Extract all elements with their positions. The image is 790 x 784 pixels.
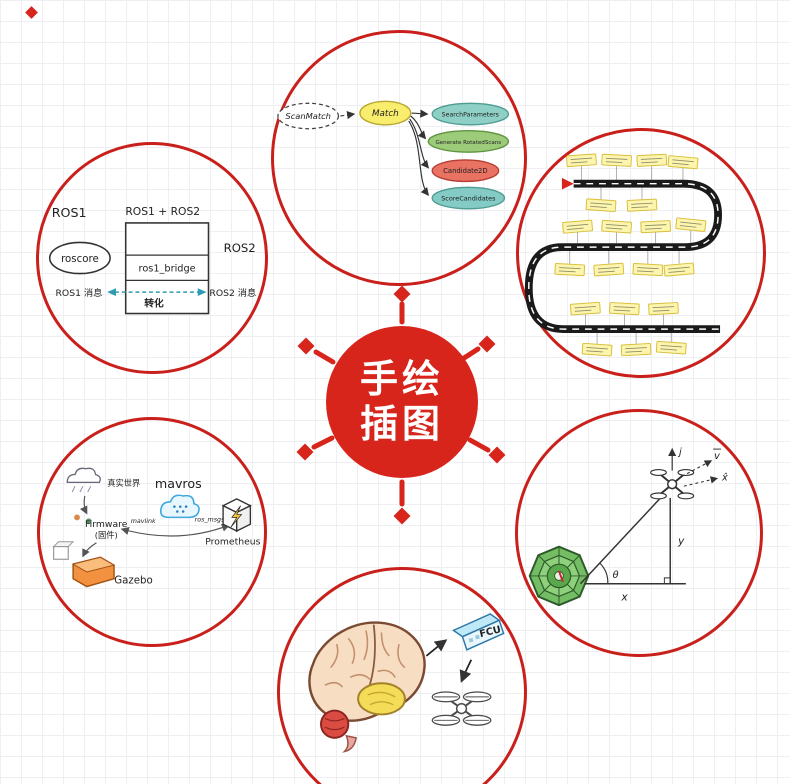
prometheus-cube-icon (221, 498, 252, 533)
convert-label: 转化 (144, 297, 164, 310)
theta-label: θ (613, 570, 619, 581)
bubble-drone-axes: j v x̂ y x θ (515, 409, 763, 657)
center-title-badge: 手绘 插图 (326, 326, 478, 478)
firmware-label: Firmware (85, 519, 128, 530)
bubble-ros-bridge: ROS1 ROS1 + ROS2 ros1_bridge ROS2 roscor… (36, 142, 268, 374)
ros2-label: ROS2 (224, 241, 256, 255)
bridge-table (124, 222, 210, 315)
timeline-start-marker (561, 177, 574, 190)
ros1-bridge-label: ros1_bridge (139, 264, 196, 275)
mavros-stack-sketch: 真实世界 mavros mavlink ros_msgs Firmware (固… (52, 467, 261, 588)
bubble-brain-fcu-drone: FCU (277, 567, 527, 784)
scanmatch-label: ScanMatch (285, 111, 331, 121)
brain-icon (308, 621, 426, 753)
fcu-box-icon: FCU (451, 613, 505, 651)
sensor-dot-icon (85, 518, 92, 525)
center-title-line2: 插图 (359, 402, 444, 446)
roscore-label: roscore (61, 254, 99, 265)
node-scorecandidates-label: ScoreCandidates (441, 194, 496, 202)
xhat-label: x̂ (721, 471, 728, 483)
node-generaterotatedscans-label: Generate RotatedScans (435, 140, 501, 146)
x-label: x (620, 590, 628, 603)
bubble-scanmatch-flowchart: ScanMatch Match SearchParameters Generat… (271, 30, 527, 286)
j-label: j (677, 447, 682, 458)
bubble-mavros-stack: 真实世界 mavros mavlink ros_msgs Firmware (固… (37, 417, 267, 647)
white-box-icon (52, 541, 75, 548)
brain-fcu-drone-sketch: FCU (308, 613, 505, 753)
real-world-label: 真实世界 (107, 478, 140, 488)
ros1-ros2-label: ROS1 + ROS2 (125, 205, 200, 218)
node-candidate2d-label: Candidate2D (443, 167, 488, 175)
ros-dots-icon (173, 505, 188, 513)
sensor-dot-icon (74, 514, 80, 521)
ros1-msg-label: ROS1 消息 (55, 287, 102, 299)
mavlink-ros-arc (120, 523, 231, 537)
match-node (359, 100, 412, 126)
node-searchparameters (431, 102, 510, 126)
firmware-to-gazebo-arrow (82, 542, 97, 558)
v-label: v (714, 451, 720, 462)
node-candidate2d (431, 159, 500, 183)
match-label: Match (372, 109, 399, 119)
node-scorecandidates (431, 186, 506, 210)
y-label: y (677, 535, 685, 548)
brain-to-fcu-arrow (425, 639, 448, 657)
center-title-line1: 手绘 (359, 357, 444, 402)
prometheus-label: Prometheus (205, 537, 260, 548)
world-to-firmware-arrow (79, 495, 88, 515)
fanout-arrows (408, 109, 430, 197)
xhat-vector-arrow (683, 476, 719, 487)
ros-bridge-sketch: ROS1 ROS1 + ROS2 ros1_bridge ROS2 roscor… (48, 205, 256, 315)
dashed-arrow (340, 110, 356, 120)
mavlink-label: mavlink (131, 518, 156, 525)
axis-lines (579, 495, 686, 585)
fcu-label: FCU (478, 624, 502, 640)
ros2-msg-label: ROS2 消息 (209, 287, 256, 299)
firmware-cn-label: (固件) (95, 530, 118, 540)
compass-icon (528, 545, 590, 607)
ros-msgs-label: ros_msgs (195, 516, 225, 523)
roscore-node (48, 241, 111, 275)
rain-icon (71, 486, 92, 493)
gazebo-label: Gazebo (114, 576, 153, 587)
ros1-label: ROS1 (52, 205, 87, 220)
node-searchparameters-label: SearchParameters (442, 111, 499, 118)
scanmatch-flowchart-sketch: ScanMatch Match SearchParameters Generat… (277, 100, 510, 210)
lightning-icon (230, 505, 243, 528)
drone-axes-sketch: j v x̂ y x θ (528, 447, 728, 607)
drone-icon (650, 468, 695, 500)
mavros-label: mavros (155, 476, 202, 491)
scanmatch-node (277, 102, 340, 130)
bubble-history-timeline (516, 128, 766, 378)
note-stems (569, 166, 692, 344)
fcu-to-drone-arrow (459, 659, 473, 683)
drone-sketch-icon (431, 691, 492, 726)
weather-cloud-icon (66, 467, 101, 483)
node-generaterotatedscans (427, 129, 510, 153)
corner-diamond-icon (25, 6, 38, 19)
timeline-road-sketch (524, 153, 723, 357)
